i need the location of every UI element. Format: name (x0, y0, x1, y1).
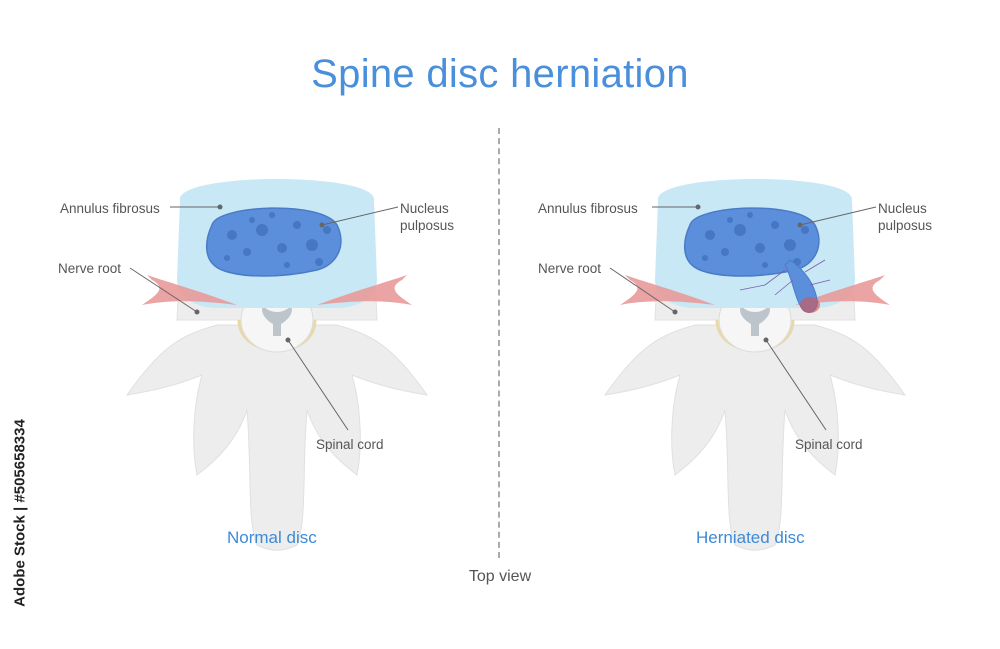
stock-credit: Adobe Stock | #505658334 (11, 419, 29, 607)
caption-normal: Normal disc (227, 528, 317, 547)
label-cord-left: Spinal cord (316, 437, 384, 452)
label-annulus-left: Annulus fibrosus (60, 201, 160, 216)
label-nerve-left: Nerve root (58, 261, 122, 276)
caption-top-view: Top view (468, 568, 532, 585)
label-nerve-right: Nerve root (538, 261, 602, 276)
caption-herniated: Herniated disc (696, 528, 805, 547)
center-divider (498, 128, 500, 558)
label-cord-right: Spinal cord (795, 437, 863, 452)
label-annulus-right: Annulus fibrosus (538, 201, 638, 216)
page-title: Spine disc herniation (311, 52, 689, 96)
normal-vertebra (125, 177, 429, 552)
herniated-vertebra (603, 177, 907, 552)
